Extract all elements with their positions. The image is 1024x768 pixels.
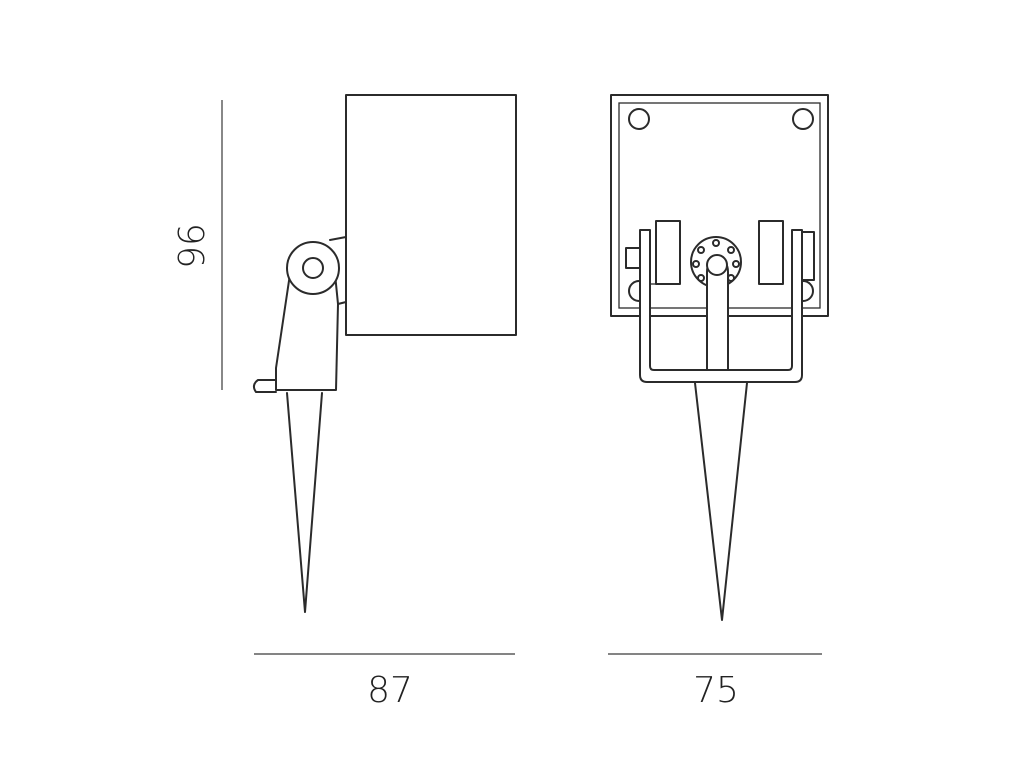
side-view-pivot-outer xyxy=(286,241,340,295)
front-width-dimension: 75 xyxy=(608,653,822,711)
side-width-dimension-label: 87 xyxy=(367,670,413,711)
front-view-u-bracket xyxy=(639,229,803,383)
front-view-pivot-block-left xyxy=(655,220,681,285)
front-view-screw-hole-top-right xyxy=(792,108,814,130)
front-view-gland-hole-right xyxy=(732,260,740,268)
front-view-pivot-block-right xyxy=(758,220,784,285)
front-view-spike xyxy=(694,382,748,621)
front-view-gland-hole-top xyxy=(712,239,720,247)
height-dimension: 96 xyxy=(172,100,223,390)
front-view xyxy=(610,94,829,621)
front-view-cable-gland-inner xyxy=(706,254,728,276)
front-view-gland-hole-top-left xyxy=(697,246,705,254)
side-view-foot-tab xyxy=(252,379,277,393)
front-view-screw-hole-top-left xyxy=(628,108,650,130)
front-width-dimension-label: 75 xyxy=(693,670,739,711)
side-view-pivot-inner xyxy=(302,257,324,279)
front-view-gland-hole-top-right xyxy=(727,246,735,254)
side-width-dimension: 87 xyxy=(254,653,515,711)
front-view-cable-stem xyxy=(706,259,729,371)
front-view-gland-hole-left xyxy=(692,260,700,268)
side-view-mount-plate xyxy=(329,236,347,305)
side-view-lamp-head xyxy=(345,94,517,336)
side-view xyxy=(252,94,517,613)
side-view-spike xyxy=(286,392,323,613)
height-dimension-label: 96 xyxy=(172,223,213,269)
front-view-gland-hole-bottom-left xyxy=(697,274,705,282)
